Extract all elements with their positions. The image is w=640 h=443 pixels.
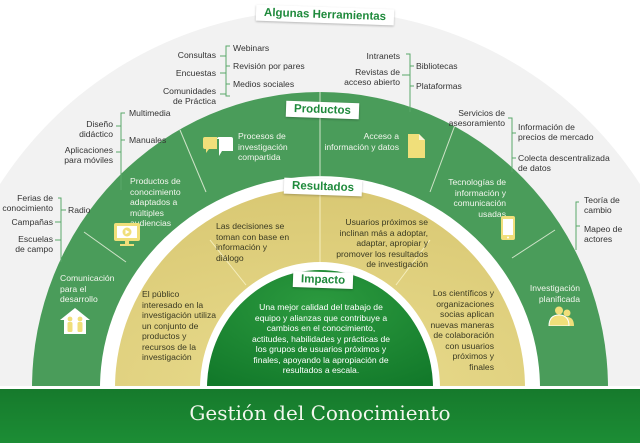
banner-productos: Productos xyxy=(285,100,360,120)
tool-encuestas: Encuestas xyxy=(175,68,216,78)
tool-mapeo: Mapeo de xyxy=(584,224,623,234)
impacto-text: Una mejor calidad del trabajo de equipo … xyxy=(251,302,391,375)
tool-de-campo: de campo xyxy=(15,244,53,254)
tool-precios-mercado: precios de mercado xyxy=(518,132,594,142)
tool-intranets: Intranets xyxy=(366,51,400,61)
mobile-icon xyxy=(501,216,515,240)
tool-comunidades: Comunidades xyxy=(162,86,216,96)
tool-ferias: Ferias de xyxy=(17,193,53,203)
tool-revision: Revisión por pares xyxy=(233,61,305,71)
tool-datos: de datos xyxy=(518,163,551,173)
tool-medios: Medios sociales xyxy=(233,79,295,89)
tool-servicios: Servicios de xyxy=(458,108,505,118)
footer-banner: Gestión del Conocimiento xyxy=(0,386,640,443)
banner-impacto: Impacto xyxy=(292,270,354,290)
tool-didactico: didáctico xyxy=(79,129,113,139)
impacto-center xyxy=(207,270,433,388)
tool-cambio: cambio xyxy=(584,205,612,215)
resultado-decisiones: Las decisiones se toman con base en info… xyxy=(216,221,290,263)
resultado-usuarios: Usuarios próximos se inclinan más a adop… xyxy=(336,217,428,269)
producto-procesos: Procesos de investigación compartida xyxy=(238,131,288,162)
house-people-icon xyxy=(60,308,90,334)
tool-manuales: Manuales xyxy=(129,135,167,145)
people-group-icon xyxy=(548,306,574,326)
resultado-cientificos: Los científicos y organizaciones socias … xyxy=(430,288,494,372)
tool-aplicaciones: Aplicaciones xyxy=(64,145,113,155)
speech-bubbles-icon xyxy=(203,137,233,156)
tool-webinars: Webinars xyxy=(233,43,270,53)
producto-tecnologias: Tecnologías de información y comunicació… xyxy=(448,177,506,219)
tool-campanas: Campañas xyxy=(11,217,53,227)
resultado-publico: El público interesado en la investigació… xyxy=(142,289,217,362)
tool-moviles: para móviles xyxy=(64,155,113,165)
tool-bibliotecas: Bibliotecas xyxy=(416,61,458,71)
producto-comunicacion: Comunicación para el desarrollo xyxy=(60,273,115,304)
monitor-play-icon xyxy=(114,223,140,246)
tool-revistas: Revistas de xyxy=(355,67,400,77)
tool-actores: actores xyxy=(584,234,613,244)
tool-diseno: Diseño xyxy=(86,119,113,129)
tool-plataformas: Plataformas xyxy=(416,81,462,91)
document-icon xyxy=(408,134,425,158)
tool-conocimiento: conocimiento xyxy=(2,203,53,213)
tool-teoria: Teoría de xyxy=(584,195,620,205)
tool-de-practica: de Práctica xyxy=(173,96,216,106)
producto-investigacion: Investigación planificada xyxy=(529,283,580,304)
producto-conocimiento: Productos de conocimiento adaptados a mú… xyxy=(130,176,181,228)
tool-radio: Radio xyxy=(68,205,91,215)
footer-title: Gestión del Conocimiento xyxy=(189,401,451,425)
tool-colecta: Colecta descentralizada xyxy=(518,153,610,163)
tool-info-precios: Información de xyxy=(518,122,575,132)
tool-escuelas: Escuelas xyxy=(18,234,53,244)
tool-acceso-abierto: acceso abierto xyxy=(344,77,400,87)
tool-multimedia: Multimedia xyxy=(129,108,171,118)
banner-resultados: Resultados xyxy=(283,177,363,197)
tool-consultas: Consultas xyxy=(177,50,216,60)
producto-acceso: Acceso a información y datos xyxy=(324,131,399,152)
tool-asesoramiento: asesoramiento xyxy=(448,118,505,128)
